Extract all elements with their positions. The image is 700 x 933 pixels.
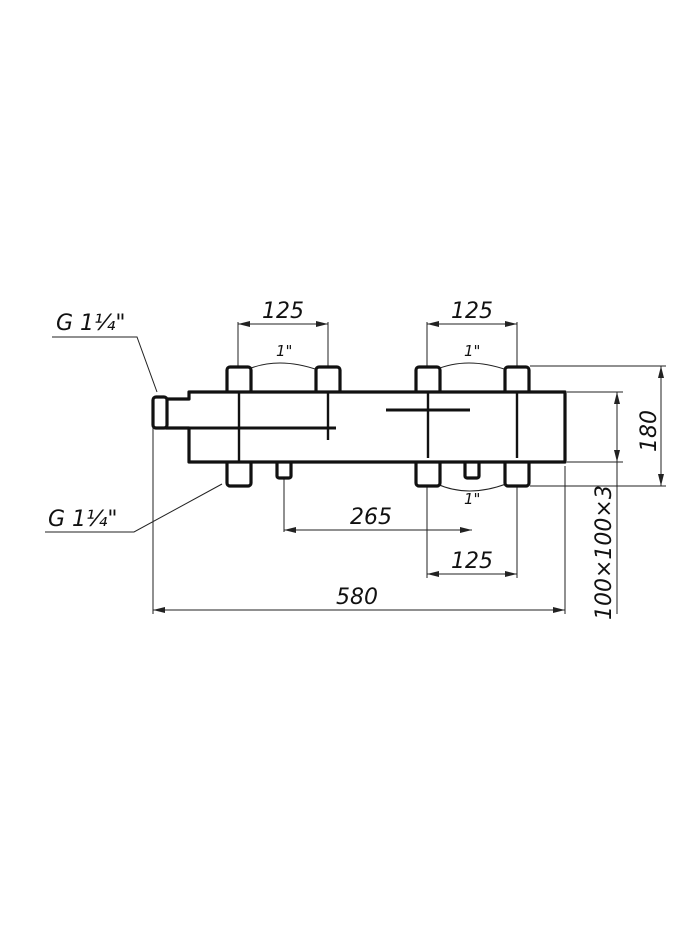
manifold-body [151, 365, 567, 488]
dim-top-left-spacing: 125 [262, 299, 304, 324]
inlet-stub [151, 395, 169, 430]
dim-overall-length: 580 [336, 585, 378, 610]
dim-top-right-spacing: 125 [451, 299, 493, 324]
dimension-lines [45, 321, 666, 614]
dim-height: 180 [637, 410, 662, 452]
dim-drain-spacing: 265 [350, 505, 392, 530]
thread-inlet-bottom: G 1¼" [48, 507, 117, 532]
thread-port-top-left: 1" [276, 342, 292, 360]
thread-port-bottom-right: 1" [464, 490, 480, 508]
dim-profile: 100×100×3 [592, 485, 617, 620]
thread-port-top-right: 1" [464, 342, 480, 360]
thread-inlet-top: G 1¼" [56, 311, 125, 336]
dim-bottom-right-spacing: 125 [451, 549, 493, 574]
